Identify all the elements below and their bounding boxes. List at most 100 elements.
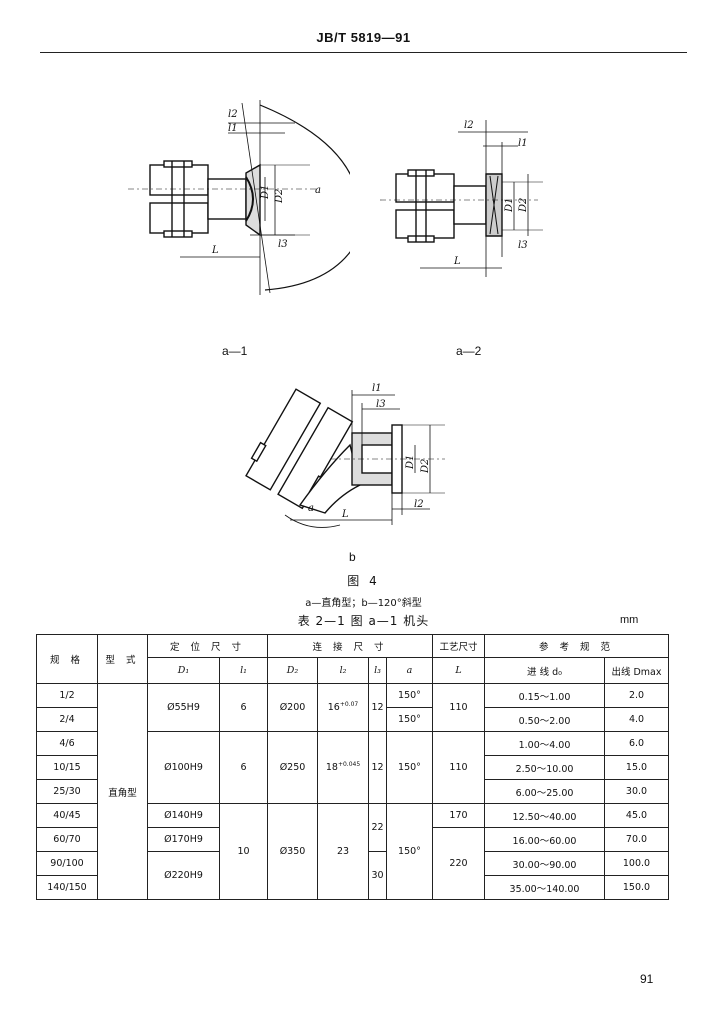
L-cell: 170: [432, 803, 485, 828]
feed-cell: 30.00～90.00: [484, 851, 605, 876]
table-unit: mm: [620, 614, 639, 626]
spec-table: 规 格 型 式 定 位 尺 寸 连 接 尺 寸 工艺尺寸 参 考 规 范 D₁ …: [36, 634, 669, 900]
l2-tolerance: +0.045: [337, 761, 361, 769]
header-l3: l₃: [368, 657, 387, 684]
spec-cell: 140/150: [36, 875, 98, 900]
dim-L: L: [453, 256, 461, 267]
spec-cell: 60/70: [36, 827, 98, 852]
spec-cell: 40/45: [36, 803, 98, 828]
dim-l2: l2: [228, 109, 238, 120]
dim-l1: l1: [518, 138, 528, 149]
l1-cell: 10: [219, 803, 268, 900]
header-out: 出线 Dmax: [604, 657, 669, 684]
dim-l3: l3: [376, 399, 386, 410]
header-L: L: [432, 657, 485, 684]
d2-cell: Ø200: [267, 683, 318, 732]
figure-a1-label: a—1: [222, 344, 248, 358]
L-cell: 110: [432, 683, 485, 732]
l2-cell: 16+0.07: [317, 683, 369, 732]
l2-base: 18: [325, 762, 338, 774]
type-cell: 直角型: [97, 683, 148, 900]
feed-cell: 0.15～1.00: [484, 683, 605, 708]
table-title: 表 2—1 图 a—1 机头: [297, 614, 430, 628]
header-l1: l₁: [219, 657, 268, 684]
feed-cell: 16.00～60.00: [484, 827, 605, 852]
dim-L: L: [341, 509, 349, 520]
page-number: 91: [640, 972, 654, 986]
header-reference: 参 考 规 范: [484, 634, 669, 658]
feed-cell: 2.50～10.00: [484, 755, 605, 780]
dim-L: L: [211, 245, 219, 256]
feed-cell: 35.00～140.00: [484, 875, 605, 900]
spec-cell: 2/4: [36, 707, 98, 732]
d1-cell: Ø220H9: [147, 851, 220, 900]
feed-cell: 0.50～2.00: [484, 707, 605, 732]
figure-a2-label: a—2: [456, 344, 482, 358]
feed-cell: 6.00～25.00: [484, 779, 605, 804]
header-connecting: 连 接 尺 寸: [267, 634, 433, 658]
out-cell: 4.0: [604, 707, 669, 732]
dim-d2: D2: [420, 459, 431, 474]
l3-cell: 12: [368, 731, 387, 804]
dim-d1: D1: [405, 455, 416, 470]
dim-l3: l3: [518, 240, 528, 251]
d2-cell: Ø350: [267, 803, 318, 900]
dim-d1: D1: [504, 198, 515, 213]
feed-cell: 12.50～40.00: [484, 803, 605, 828]
l2-base: 16: [327, 702, 340, 714]
L-cell: 110: [432, 731, 485, 804]
a-cell: 150°: [386, 803, 433, 900]
l2-cell: 18+0.045: [317, 731, 369, 804]
l2-base: 23: [336, 846, 350, 857]
dim-d2: D2: [518, 198, 529, 213]
spec-cell: 90/100: [36, 851, 98, 876]
spec-cell: 4/6: [36, 731, 98, 756]
header-d2: D₂: [267, 657, 318, 684]
header-type: 型 式: [97, 634, 148, 684]
out-cell: 150.0: [604, 875, 669, 900]
out-cell: 45.0: [604, 803, 669, 828]
standard-code: JB/T 5819—91: [316, 30, 411, 45]
dim-l3: l3: [278, 239, 288, 250]
out-cell: 30.0: [604, 779, 669, 804]
dim-l1: l1: [372, 383, 382, 394]
dim-a: a: [308, 503, 314, 514]
header-l2: l₂: [317, 657, 369, 684]
d1-cell: Ø140H9: [147, 803, 220, 828]
out-cell: 100.0: [604, 851, 669, 876]
l1-cell: 6: [219, 683, 268, 732]
dim-l2: l2: [414, 499, 424, 510]
spec-cell: 25/30: [36, 779, 98, 804]
d1-cell: Ø170H9: [147, 827, 220, 852]
d2-cell: Ø250: [267, 731, 318, 804]
dim-l1: l1: [228, 123, 238, 134]
spec-cell: 1/2: [36, 683, 98, 708]
l2-cell: 23: [317, 803, 369, 900]
spec-cell: 10/15: [36, 755, 98, 780]
figure-caption: a—直角型；b—120°斜型: [305, 598, 422, 609]
header-process: 工艺尺寸: [432, 634, 485, 658]
a-cell: 150°: [386, 731, 433, 804]
header-positioning: 定 位 尺 寸: [147, 634, 268, 658]
dim-d2: D2: [274, 189, 285, 204]
dim-l2: l2: [464, 120, 474, 131]
header-feed: 进 线 d₀: [484, 657, 605, 684]
figure-a2-drawing: l2 l1 D1 D2 l3 L: [380, 120, 543, 277]
figure-b-drawing: l1 l3 D1 D2 a l2 L: [245, 383, 445, 528]
header-spec: 规 格: [36, 634, 98, 684]
header-d1: D₁: [147, 657, 220, 684]
l3-cell: 12: [368, 683, 387, 732]
d1-cell: Ø100H9: [147, 731, 220, 804]
feed-cell: 1.00～4.00: [484, 731, 605, 756]
header-a: a: [386, 657, 433, 684]
l1-cell: 6: [219, 731, 268, 804]
out-cell: 2.0: [604, 683, 669, 708]
figure-a1-drawing: l2 l1 D1 D2 a l3 L: [128, 100, 350, 295]
out-cell: 70.0: [604, 827, 669, 852]
dim-a: a: [315, 185, 321, 196]
l3-cell: 22: [368, 803, 387, 852]
a-cell: 150°: [386, 683, 433, 708]
figure-title: 图 4: [347, 574, 380, 588]
l2-tolerance: +0.07: [339, 701, 359, 709]
dim-d1: D1: [260, 185, 271, 200]
